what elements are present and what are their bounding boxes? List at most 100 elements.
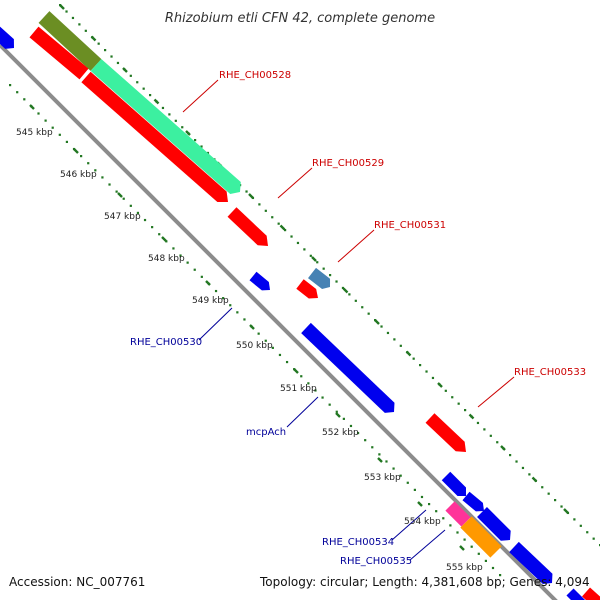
scale-dot xyxy=(284,229,287,232)
scale-dot xyxy=(44,119,47,122)
scale-dot xyxy=(329,274,332,277)
scale-label-550: 550 kbp xyxy=(236,341,273,351)
scale-dot xyxy=(367,312,370,315)
scale-dot xyxy=(449,524,452,527)
scale-dot xyxy=(435,510,438,513)
scale-dot xyxy=(341,286,345,290)
label-connector xyxy=(477,376,515,408)
scale-tick xyxy=(405,350,412,357)
scale-dot xyxy=(431,376,435,380)
scale-dot xyxy=(427,502,431,506)
scale-tick xyxy=(437,382,443,388)
gene-blue-d xyxy=(509,541,553,584)
scale-dot xyxy=(442,517,445,520)
scale-dot xyxy=(104,49,107,52)
scale-dot xyxy=(179,254,182,257)
scale-dot xyxy=(470,545,473,548)
scale-dot xyxy=(491,566,495,570)
scale-dot xyxy=(413,488,416,491)
scale-dot xyxy=(463,538,466,541)
feature-magenta xyxy=(445,501,471,527)
scale-tick xyxy=(335,412,341,418)
scale-dot xyxy=(78,23,81,26)
gene-label-rhe-ch00535[interactable]: RHE_CH00535 xyxy=(340,556,412,567)
scale-dot xyxy=(309,254,312,257)
label-connector xyxy=(182,79,219,113)
scale-dot xyxy=(444,389,447,392)
scale-dot xyxy=(335,410,338,413)
scale-dot xyxy=(37,112,40,115)
scale-dot xyxy=(328,403,331,406)
scale-dot xyxy=(560,505,563,508)
scale-dot xyxy=(122,197,125,200)
scale-tick xyxy=(29,104,35,110)
gene-rhe-ch00529 xyxy=(227,207,268,246)
scale-dot xyxy=(168,113,171,116)
gene-label-rhe-ch00533[interactable]: RHE_CH00533 xyxy=(514,367,586,378)
scale-tick xyxy=(117,192,123,198)
scale-dot xyxy=(380,325,383,328)
scale-dot xyxy=(285,360,289,364)
scale-dot xyxy=(393,338,396,341)
gene-label-rhe-ch00528[interactable]: RHE_CH00528 xyxy=(219,70,291,81)
scale-dot xyxy=(23,98,26,101)
scale-dot xyxy=(65,10,68,13)
gene-label-rhe-ch00530[interactable]: RHE_CH00530 xyxy=(130,337,202,348)
scale-dot xyxy=(200,145,203,148)
scale-tick xyxy=(153,98,160,105)
scale-dot xyxy=(158,233,161,236)
scale-dot xyxy=(307,382,310,385)
scale-dot xyxy=(142,87,145,90)
topology-text: Topology: circular; Length: 4,381,608 bp… xyxy=(259,575,590,589)
scale-dot xyxy=(303,248,306,251)
scale-dot xyxy=(579,524,582,527)
scale-dot xyxy=(94,169,97,172)
gene-red-1 xyxy=(29,26,89,80)
scale-dot xyxy=(464,409,467,412)
scale-label-549: 549 kbp xyxy=(192,296,229,306)
scale-dot xyxy=(521,466,525,470)
scale-dot xyxy=(378,453,381,456)
scale-dot xyxy=(456,531,459,534)
scale-dot xyxy=(573,518,576,521)
scale-tick xyxy=(161,236,167,242)
gene-label-rhe-ch00529[interactable]: RHE_CH00529 xyxy=(312,158,384,169)
gene-label-rhe-ch00531[interactable]: RHE_CH00531 xyxy=(374,220,446,231)
scale-dot xyxy=(236,311,239,314)
gene-mcpach xyxy=(301,322,395,413)
scale-tick xyxy=(563,508,569,514)
scale-dot xyxy=(264,209,267,212)
scale-dot xyxy=(412,357,415,360)
scale-tick xyxy=(122,67,128,73)
scale-dot xyxy=(80,155,83,158)
scale-dots xyxy=(9,4,600,577)
scale-dot xyxy=(420,495,424,499)
scale-dot xyxy=(71,16,75,20)
label-connector xyxy=(277,167,313,199)
scale-label-551: 551 kbp xyxy=(280,384,317,394)
gene-label-rhe-ch00534[interactable]: RHE_CH00534 xyxy=(322,537,394,548)
scale-tick xyxy=(459,545,465,551)
scale-dot xyxy=(193,268,196,271)
feature-orange xyxy=(460,516,502,558)
scale-dot xyxy=(186,261,189,264)
scale-dot xyxy=(399,474,402,477)
scale-dot xyxy=(58,133,61,136)
gene-features xyxy=(0,11,600,600)
scale-dot xyxy=(271,216,274,219)
gene-edge-red xyxy=(581,587,600,600)
scale-dot xyxy=(385,460,388,463)
feature-steelblue xyxy=(308,267,331,290)
scale-dot xyxy=(51,126,54,129)
gene-label-mcpach[interactable]: mcpAch xyxy=(246,427,286,438)
map-title: Rhizobium etli CFN 42, complete genome xyxy=(165,11,435,26)
scale-dot xyxy=(300,375,303,378)
scale-dot xyxy=(321,396,324,399)
scale-dot xyxy=(290,235,293,238)
scale-dot xyxy=(264,339,267,342)
scale-tick xyxy=(90,35,97,42)
scale-label-552: 552 kbp xyxy=(322,428,359,438)
scale-dot xyxy=(509,454,512,457)
gene-red-2 xyxy=(81,71,228,202)
label-connector xyxy=(198,307,233,341)
